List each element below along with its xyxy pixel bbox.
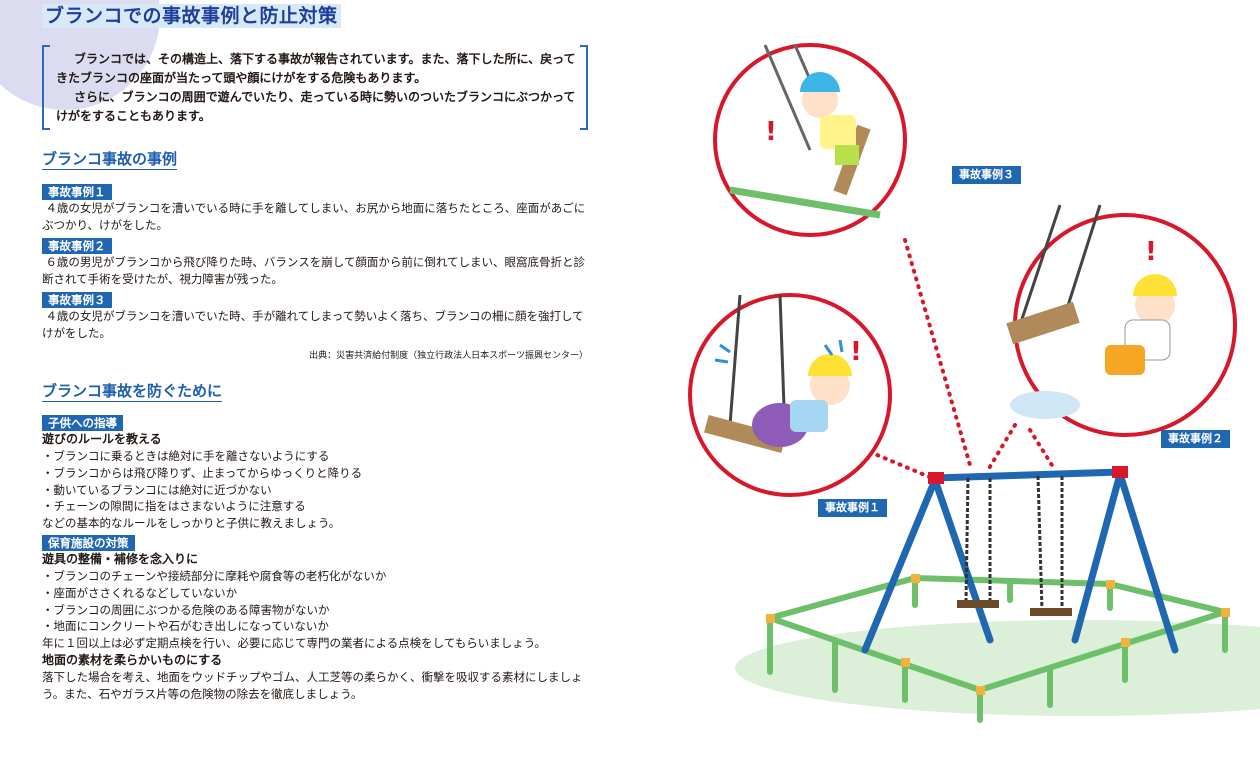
- intro-bracket-right: [580, 45, 588, 130]
- case-2-scene: !: [1006, 204, 1177, 419]
- facility-tag: 保育施設の対策: [42, 535, 135, 551]
- case-1-text: ４歳の女児がブランコを漕いでいる時に手を離してしまい、お尻から地面に落ちたところ…: [42, 201, 586, 232]
- prevention-heading: ブランコ事故を防ぐために: [42, 382, 223, 402]
- guidance-item: ・ブランコからは飛び降りず、止まってからゆっくりと降りる: [42, 465, 363, 480]
- page-title: ブランコでの事故事例と防止対策: [42, 4, 341, 28]
- intro-paragraph-2: さらに、ブランコの周囲で遊んでいたり、走っている時に勢いのついたブランコにぶつか…: [56, 90, 576, 123]
- svg-text:!: !: [765, 117, 777, 147]
- swing-illustration: ! ! !: [688, 43, 1260, 723]
- swing-seat-left: [957, 600, 999, 608]
- case-1-tag: 事故事例１: [42, 184, 112, 200]
- intro-paragraph-1: ブランコでは、その構造上、落下する事故が報告されています。また、落下した所に、戻…: [56, 52, 576, 85]
- guidance-item: ・チェーンの隙間に指をはさまないように注意する: [42, 499, 306, 514]
- cases-heading: ブランコ事故の事例: [42, 150, 178, 170]
- dotted-connectors: [868, 238, 1057, 480]
- case-1-scene: !: [704, 294, 862, 454]
- facility-item: ・地面にコンクリートや石がむき出しになっていないか: [42, 619, 329, 634]
- facility-ground-text: 落下した場合を考え、地面をウッドチップやゴム、人工芝等の柔らかく、衝撃を吸収する…: [42, 669, 583, 701]
- intro-box: ブランコでは、その構造上、落下する事故が報告されています。また、落下した所に、戻…: [42, 45, 588, 130]
- guidance-tag: 子供への指導: [42, 415, 123, 431]
- illustration-label-case-3: 事故事例３: [952, 166, 1021, 184]
- case-3-circle: [713, 43, 907, 237]
- case-3-scene: !: [729, 44, 881, 219]
- illustration: ! ! ! 事故事例３ 事故事例２ 事: [670, 0, 1260, 757]
- case-1: 事故事例１ ４歳の女児がブランコを漕いでいる時に手を離してしまい、お尻から地面に…: [42, 181, 588, 234]
- facility-item: ・座面がささくれるなどしていないか: [42, 585, 238, 600]
- svg-text:!: !: [850, 337, 862, 367]
- case-3: 事故事例３ ４歳の女児がブランコを漕いでいた時、手が離れてしまって勢いよく落ち、…: [42, 289, 588, 342]
- case-1-circle: [688, 293, 892, 497]
- swing-frame: [861, 468, 1179, 654]
- illustration-label-case-1: 事故事例１: [818, 499, 887, 517]
- illustration-label-case-2: 事故事例２: [1161, 430, 1230, 448]
- facility-block: 保育施設の対策 遊具の整備・補修を念入りに ・ブランコのチェーンや接続部分に摩耗…: [42, 532, 588, 703]
- guidance-subhead: 遊びのルールを教える: [42, 432, 162, 446]
- guidance-item: ・ブランコに乗るときは絶対に手を離さないようにする: [42, 449, 330, 463]
- frame-joint-right: [1112, 466, 1128, 478]
- case-3-tag: 事故事例３: [42, 292, 112, 308]
- swing-seat-right: [1030, 608, 1072, 616]
- guidance-item: ・動いているブランコには絶対に近づかない: [42, 482, 272, 497]
- guidance-block: 子供への指導 遊びのルールを教える ・ブランコに乗るときは絶対に手を離さないよう…: [42, 412, 588, 532]
- case-2: 事故事例２ ６歳の男児がブランコから飛び降りた時、バランスを崩して顔面から前に倒…: [42, 235, 588, 288]
- source-citation: 出典：災害共済給付制度（独立行政法人日本スポーツ振興センター）: [309, 351, 588, 361]
- intro-bracket-left: [42, 45, 50, 130]
- frame-joint-left: [928, 472, 944, 484]
- guidance-closing: などの基本的なルールをしっかりと子供に教えましょう。: [42, 516, 341, 531]
- swing-chains: [964, 475, 1064, 611]
- facility-inspection: 年に１回以上は必ず定期点検を行い、必要に応じて専門の業者による点検をしてもらいま…: [42, 636, 547, 651]
- facility-item: ・ブランコの周囲にぶつかる危険のある障害物がないか: [42, 602, 330, 617]
- svg-text:!: !: [1145, 237, 1157, 267]
- case-3-text: ４歳の女児がブランコを漕いでいた時、手が離れてしまって勢いよく落ち、ブランコの柵…: [42, 309, 584, 340]
- facility-item: ・ブランコのチェーンや接続部分に摩耗や腐食等の老朽化がないか: [42, 569, 387, 583]
- facility-subhead-maintenance: 遊具の整備・補修を念入りに: [42, 552, 199, 566]
- case-2-text: ６歳の男児がブランコから飛び降りた時、バランスを崩して顔面から前に倒れてしまい、…: [42, 255, 586, 286]
- fence-joints: [766, 574, 1230, 695]
- facility-subhead-ground: 地面の素材を柔らかいものにする: [42, 652, 223, 667]
- case-2-tag: 事故事例２: [42, 238, 112, 254]
